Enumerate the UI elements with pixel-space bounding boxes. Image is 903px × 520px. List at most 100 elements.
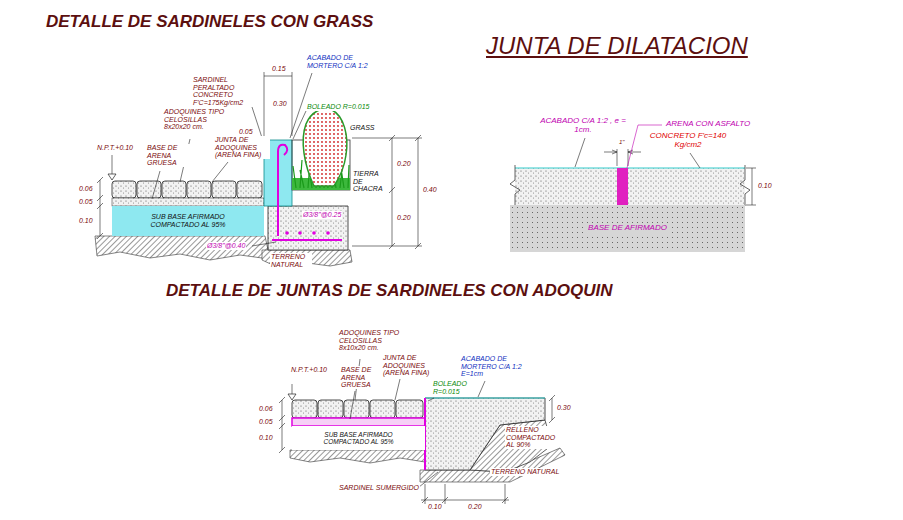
plant-symbol bbox=[303, 109, 347, 186]
sand-bed bbox=[112, 198, 264, 206]
extension-line bbox=[292, 72, 293, 136]
layer-label: SUB BASE AFIRMADO COMPACTADO AL 95% bbox=[140, 213, 236, 228]
mortar-finish bbox=[515, 167, 745, 168]
label-holder: ADOQUINES TIPO CELOSILLAS 8x10x20 cm. bbox=[338, 329, 404, 352]
sand-bed bbox=[292, 418, 425, 426]
dimension: 0.06 bbox=[78, 185, 94, 193]
dimension-line bbox=[264, 76, 292, 77]
label-holder: TERRENO NATURAL bbox=[270, 253, 312, 268]
concrete-slab bbox=[515, 168, 745, 205]
dimension: 0.30 bbox=[556, 404, 572, 412]
dimension: 0.20 bbox=[396, 214, 412, 222]
label-holder: 0.20 bbox=[396, 214, 412, 222]
material-layer: BASE DE AFIRMADO bbox=[510, 205, 745, 252]
callout-note: SARDINEL SUMERGIDO bbox=[338, 484, 420, 492]
callout-note: TERRENO NATURAL bbox=[270, 253, 312, 268]
label-holder: 0.30 bbox=[556, 404, 572, 412]
leader-line bbox=[478, 381, 485, 397]
material-layer: SUB BASE AFIRMADO COMPACTADO AL 95% bbox=[112, 206, 264, 236]
label-holder: N.P.T.+0.10 bbox=[96, 144, 134, 152]
dimension: 0.20 bbox=[467, 503, 483, 511]
dimension: 0.30 bbox=[272, 100, 288, 108]
dimension: 0.05 bbox=[78, 198, 94, 206]
paver bbox=[318, 400, 343, 418]
label-holder: 0.05 bbox=[238, 128, 254, 136]
callout-note: TIERRA DE CHACRA bbox=[352, 170, 388, 193]
paver-curb-detail bbox=[279, 359, 565, 504]
paver bbox=[187, 181, 211, 198]
label-holder: 0.06 bbox=[258, 405, 274, 413]
label-holder: BASE DE ARENA GRUESA bbox=[146, 144, 192, 167]
rebar-section bbox=[298, 231, 302, 235]
layer-label: SUB BASE AFIRMADO COMPACTADO AL 95% bbox=[311, 431, 407, 445]
label-holder: BOLEADO R=0.015 bbox=[306, 103, 370, 111]
paver bbox=[370, 400, 395, 418]
rebar-section bbox=[326, 231, 330, 235]
label-holder: TIERRA DE CHACRA bbox=[352, 170, 388, 193]
label-holder: 0.40 bbox=[422, 186, 438, 194]
extension-line bbox=[746, 168, 756, 169]
label-holder: RELLENO COMPACTADO AL 90% bbox=[505, 426, 557, 449]
label-holder: SARDINEL SUMERGIDO bbox=[338, 484, 420, 492]
label-holder: Ø3/8"@0.40 bbox=[206, 242, 246, 250]
paver bbox=[344, 400, 369, 418]
dimension: 0.05 bbox=[238, 128, 254, 136]
break-line bbox=[510, 165, 520, 206]
label-holder: JUNTA DE ADOQUINES (ARENA FINA) bbox=[214, 136, 270, 159]
dimension-ticks bbox=[389, 135, 421, 249]
paver-row bbox=[112, 181, 262, 198]
rebar-section bbox=[285, 231, 289, 235]
callout-note: JUNTA DE ADOQUINES (ARENA FINA) bbox=[214, 136, 270, 159]
dimension-lines bbox=[279, 395, 555, 504]
label-holder: CONCRETO F'c=140 Kg/cm2 bbox=[648, 132, 728, 150]
dimension-lines bbox=[604, 149, 756, 205]
callout-note: ADOQUINES TIPO CELOSILLAS 8x20x20 cm. bbox=[163, 108, 229, 131]
leader-line bbox=[212, 162, 228, 182]
level-mark bbox=[108, 174, 116, 180]
leader-line bbox=[293, 111, 306, 139]
label-holder: JUNTA DE DILATACION bbox=[485, 33, 749, 59]
section-title: DETALLE DE JUNTAS DE SARDINELES CON ADOQ… bbox=[165, 282, 613, 301]
callout-note: BASE DE ARENA GRUESA bbox=[340, 366, 382, 389]
callout-note: BOLEADO R=0.015 bbox=[306, 103, 370, 111]
label-holder: BOLEADO R=0.015 bbox=[432, 380, 474, 395]
label-holder: 0.15 bbox=[271, 65, 287, 73]
dimension-line bbox=[552, 398, 553, 420]
section-title: DETALLE DE SARDINELES CON GRASS bbox=[45, 13, 374, 32]
callout-note: ACABADO DE MORTERO C/A 1:2 bbox=[306, 54, 376, 69]
callout-note: TERRENO NATURAL bbox=[490, 468, 560, 476]
dimension: 0.05 bbox=[258, 418, 274, 426]
callout-note: CONCRETO F'c=140 Kg/cm2 bbox=[648, 132, 728, 150]
label-holder: GRASS bbox=[349, 124, 376, 132]
callout-note: JUNTA DE ADOQUINES (ARENA FINA) bbox=[382, 354, 438, 377]
dimension-line bbox=[421, 500, 509, 501]
label-holder: Ø3/8"@0.25 bbox=[302, 211, 342, 219]
dimension-ticks bbox=[97, 177, 103, 239]
callout-note: Ø3/8"@0.25 bbox=[302, 211, 342, 219]
label-holder: DETALLE DE JUNTAS DE SARDINELES CON ADOQ… bbox=[165, 282, 613, 301]
dimension: 0.06 bbox=[258, 405, 274, 413]
dimension: 0.10 bbox=[427, 503, 443, 511]
rebar-section bbox=[312, 231, 316, 235]
dimension: 0.40 bbox=[422, 186, 438, 194]
dimension-ticks bbox=[549, 395, 555, 423]
label-holder: 0.06 bbox=[78, 185, 94, 193]
material-layer: SUB BASE AFIRMADO COMPACTADO AL 95% bbox=[292, 426, 425, 450]
label-holder: SARDINEL PERALTADO CONCRETO F'C=175Kg/cm… bbox=[192, 76, 254, 107]
dimension-line bbox=[418, 138, 419, 246]
callout-note: ACABADO C/A 1:2 , e = 1cm. bbox=[536, 117, 630, 135]
dimension: 0.20 bbox=[396, 160, 412, 168]
paver bbox=[396, 400, 423, 418]
extension-line bbox=[505, 484, 506, 504]
label-holder: 0.10 bbox=[427, 503, 443, 511]
leader-line bbox=[419, 472, 438, 487]
callout-note: N.P.T.+0.10 bbox=[290, 366, 328, 374]
callout-note: ARENA CON ASFALTO bbox=[665, 120, 751, 129]
dimension-line bbox=[392, 138, 393, 246]
dimension-line bbox=[282, 400, 283, 450]
grass-curb-detail bbox=[95, 72, 422, 266]
dimension-line bbox=[100, 180, 101, 236]
callout-note: RELLENO COMPACTADO AL 90% bbox=[505, 426, 557, 449]
paver bbox=[292, 400, 317, 418]
dimension: 1" bbox=[618, 139, 625, 146]
